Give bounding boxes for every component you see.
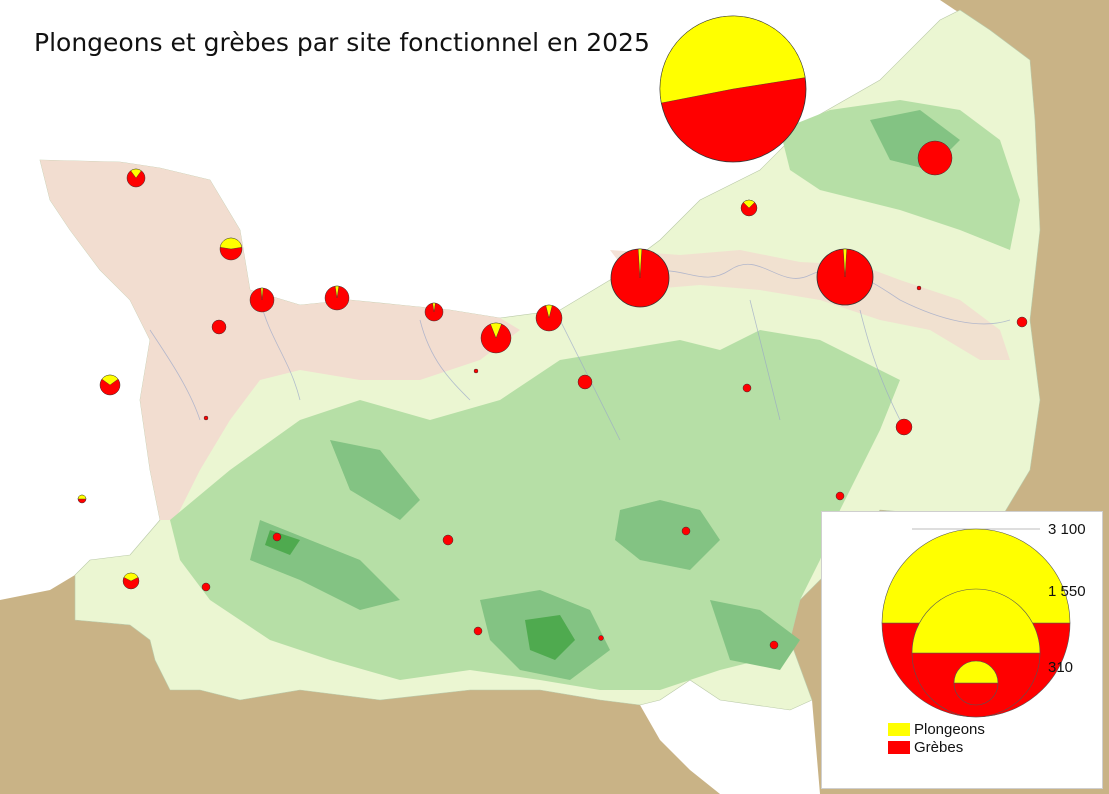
site-pie (480, 322, 512, 354)
grebes-slice (211, 319, 227, 335)
grebes-slice (681, 526, 691, 536)
legend-scale-min: 310 (1048, 659, 1074, 676)
grebes-slice (272, 532, 282, 542)
plongeons-slice (637, 248, 643, 279)
legend-scale-graphic (881, 528, 1071, 718)
site-pie (916, 285, 922, 291)
grebes-slice (201, 582, 211, 592)
plongeons-slice (490, 322, 502, 339)
legend-label-grebes: Grèbes (914, 739, 964, 756)
site-pie (473, 368, 479, 374)
plongeons-slice (334, 285, 340, 299)
site-pie (122, 572, 140, 590)
grebes-slice (442, 534, 454, 546)
lowland-zone (40, 160, 520, 520)
legend-plongeons-half (881, 528, 1071, 624)
site-pie (219, 237, 243, 261)
legend-grebes-half (953, 682, 999, 706)
site-pie (577, 374, 593, 390)
site-pie (598, 635, 604, 641)
site-pie (442, 534, 454, 546)
site-pie (740, 199, 758, 217)
site-pie (835, 491, 845, 501)
grebes-slice (917, 140, 953, 176)
legend-plongeons-half (953, 660, 999, 684)
site-pie (535, 304, 563, 332)
site-pie (681, 526, 691, 536)
site-pie (126, 168, 146, 188)
site-pie (424, 302, 444, 322)
grebes-slice (473, 368, 479, 374)
plongeons-slice (659, 15, 806, 104)
site-pie (769, 640, 779, 650)
plongeons-slice (843, 248, 847, 278)
site-pie (473, 626, 483, 636)
plongeons-slice (219, 237, 243, 250)
site-pie (1016, 316, 1028, 328)
site-pie (272, 532, 282, 542)
plongeons-slice (101, 374, 119, 386)
site-pie (816, 248, 874, 306)
grebes-slice (895, 418, 913, 436)
grebes-slice (1016, 316, 1028, 328)
site-pie (99, 374, 121, 396)
seine-valley-lowland (610, 250, 1010, 360)
plongeons-slice (743, 199, 755, 209)
site-pies (77, 15, 1028, 650)
site-pie (659, 15, 807, 163)
legend-label-plongeons: Plongeons (914, 721, 985, 738)
site-pie (201, 582, 211, 592)
grebes-slice (916, 285, 922, 291)
plongeons-slice (260, 287, 264, 301)
grebes-slice (598, 635, 604, 641)
site-pie (742, 383, 752, 393)
grebes-slice (742, 383, 752, 393)
site-pie (610, 248, 670, 308)
map-title: Plongeons et grèbes par site fonctionnel… (34, 28, 650, 57)
plongeons-swatch (888, 723, 910, 736)
grebes-slice (835, 491, 845, 501)
legend-box: 3 100 1 550 310 Plongeons Grèbes (821, 511, 1103, 789)
legend-circles (881, 528, 1071, 718)
legend-entry-grebes: Grèbes (888, 739, 964, 756)
legend-scale-max: 3 100 (1048, 521, 1086, 538)
grebes-slice (577, 374, 593, 390)
legend-plongeons-half (911, 588, 1041, 654)
grebes-slice (203, 415, 209, 421)
legend-scale-mid: 1 550 (1048, 583, 1086, 600)
site-pie (324, 285, 350, 311)
plongeons-slice (77, 494, 87, 500)
site-pie (917, 140, 953, 176)
site-pie (895, 418, 913, 436)
plongeons-slice (432, 302, 436, 313)
legend-entry-plongeons: Plongeons (888, 721, 985, 738)
plongeons-slice (545, 304, 553, 319)
site-pie (203, 415, 209, 421)
grebes-slice (473, 626, 483, 636)
site-pie (249, 287, 275, 313)
grebes-swatch (888, 741, 910, 754)
grebes-slice (769, 640, 779, 650)
site-pie (77, 494, 87, 504)
plongeons-slice (123, 572, 139, 582)
plongeons-slice (130, 168, 142, 179)
site-pie (211, 319, 227, 335)
